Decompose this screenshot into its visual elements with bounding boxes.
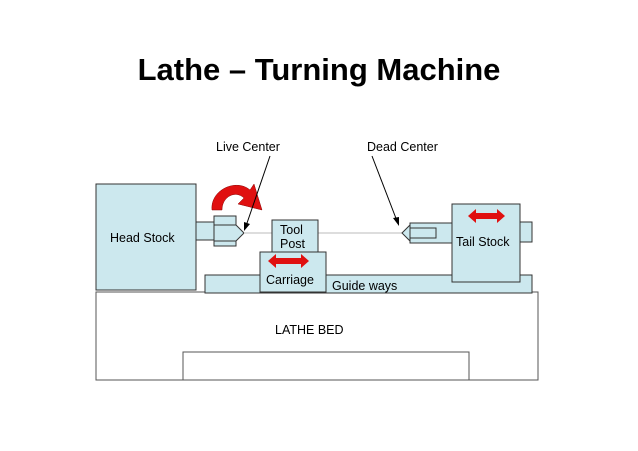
dead-center-point [401, 223, 411, 243]
live-center-pointer [245, 155, 271, 227]
live-center-pointer-arrowhead [244, 222, 250, 231]
head-stock-label: Head Stock [110, 231, 175, 245]
dead-center-pointer [371, 155, 398, 222]
guide-ways-label: Guide ways [332, 279, 397, 293]
tool-post-label-line1: Tool [280, 223, 303, 237]
lathe-bed [95, 291, 539, 381]
dead-center-label: Dead Center [367, 140, 438, 154]
dead-center-pointer-arrowhead [393, 217, 399, 226]
tool-post-label-line2: Post [280, 237, 306, 251]
curved-rotation-arrow-icon [211, 183, 263, 211]
page-title: Lathe – Turning Machine [137, 52, 501, 87]
tail-stock-label: Tail Stock [456, 235, 510, 249]
head-stock [95, 183, 197, 291]
lathe-bed-notch [182, 351, 470, 380]
live-center-point [213, 224, 245, 242]
spindle [195, 221, 215, 241]
lathe-bed-label: LATHE BED [275, 323, 344, 337]
tail-stock-quill-slot [409, 227, 437, 239]
carriage-label: Carriage [266, 273, 314, 287]
tool-post [271, 219, 319, 253]
tail-stock-end-cap [519, 221, 533, 243]
carriage-double-headed-arrow-icon [268, 254, 309, 268]
live-center-label: Live Center [216, 140, 280, 154]
tail-stock-double-headed-arrow-icon [468, 209, 505, 223]
